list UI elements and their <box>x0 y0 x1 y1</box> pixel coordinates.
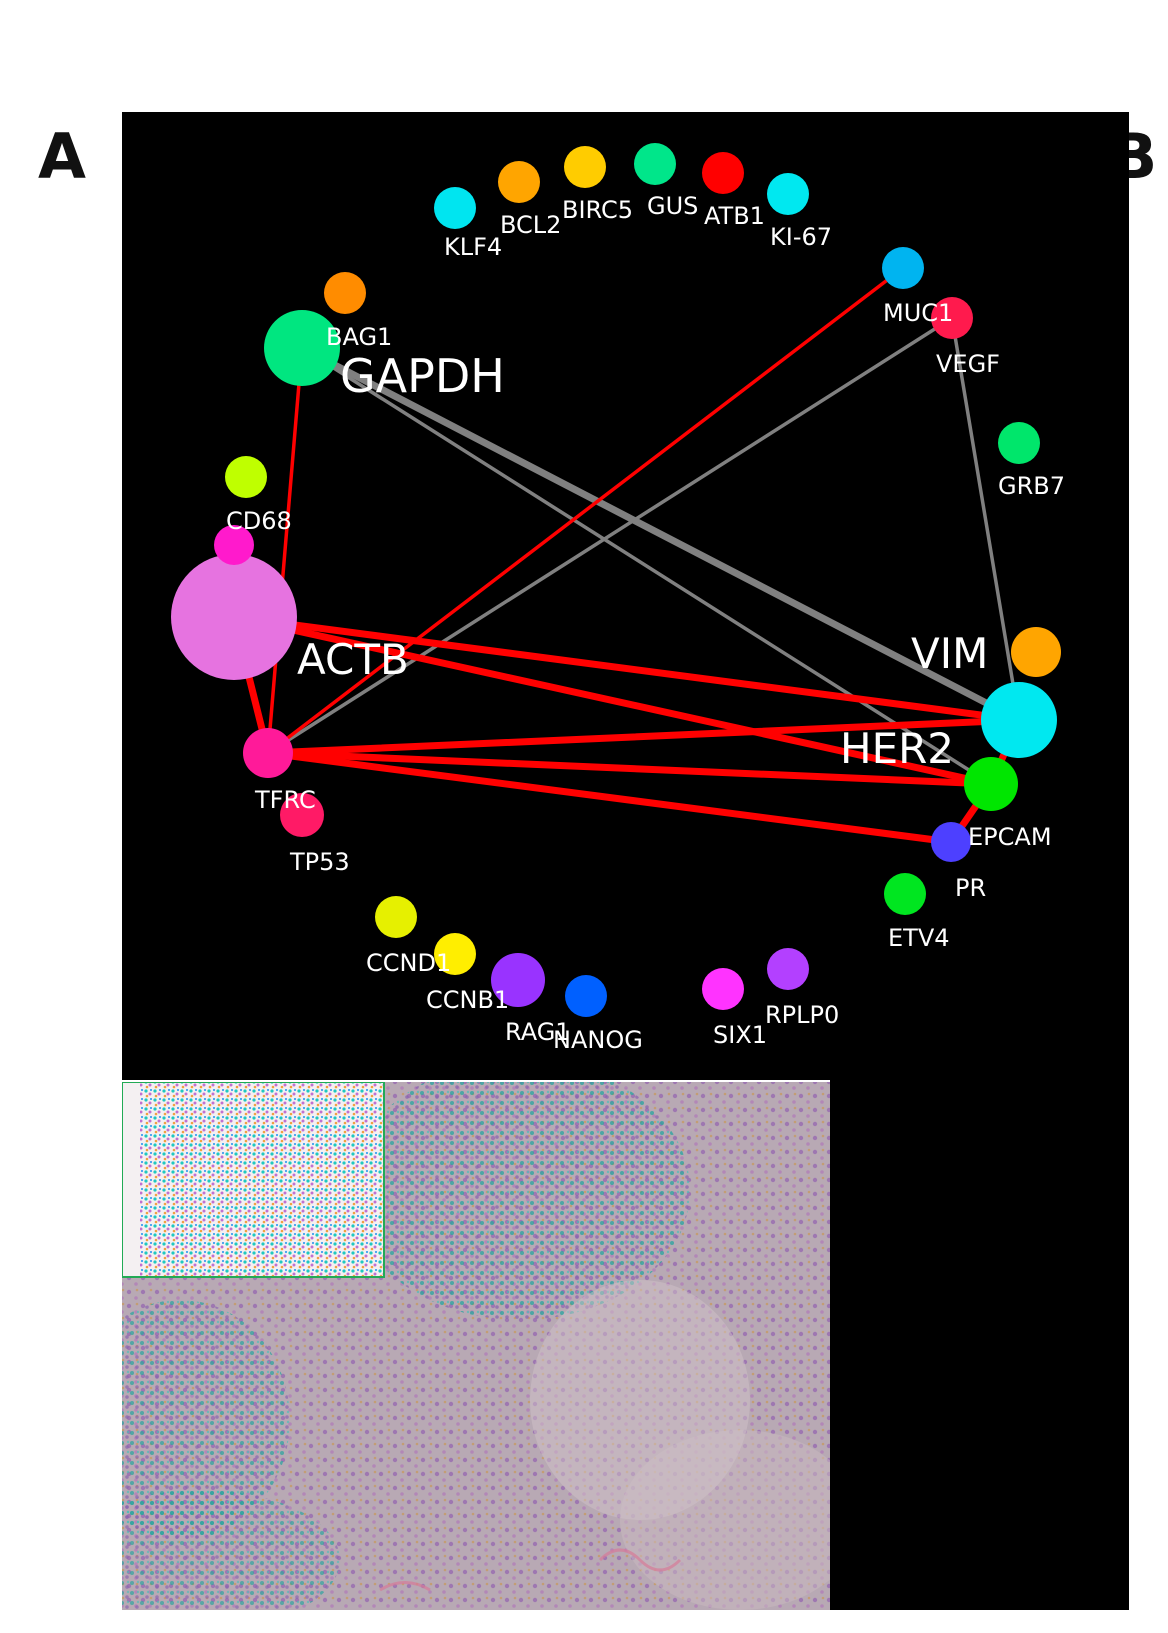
label-muc1: MUC1 <box>883 299 953 327</box>
node-ki-67 <box>767 173 809 215</box>
node-nanog <box>565 975 607 1017</box>
edge-vegf-tfrc <box>266 316 954 755</box>
label-rag1: RAG1 <box>505 1018 571 1046</box>
node-etv4 <box>884 873 926 915</box>
node-grb7 <box>998 422 1040 464</box>
label-ki-67: KI-67 <box>770 223 832 251</box>
node-gapdh <box>264 310 340 386</box>
node-orange_r <box>1011 627 1061 677</box>
node-magenta_l <box>214 525 254 565</box>
label-tfrc: TFRC <box>254 786 316 814</box>
node-muc1 <box>882 247 924 289</box>
label-grb7: GRB7 <box>998 472 1065 500</box>
node-rag1 <box>491 953 545 1007</box>
label-nanog: NANOG <box>553 1026 643 1054</box>
node-actb <box>171 554 297 680</box>
label-etv4: ETV4 <box>888 924 950 952</box>
edge-muc1-tfrc <box>266 266 905 755</box>
node-vegf <box>931 297 973 339</box>
node-rplp0 <box>767 948 809 990</box>
label-atb1: ATB1 <box>704 202 765 230</box>
label-vim: VIM <box>911 629 988 678</box>
node-birc5 <box>564 146 606 188</box>
label-pr: PR <box>955 874 986 902</box>
node-bcl2 <box>498 161 540 203</box>
node-klf4 <box>434 187 476 229</box>
label-actb: ACTB <box>297 635 409 684</box>
label-bag1: BAG1 <box>326 323 392 351</box>
edge-gapdh-vim <box>298 344 1023 724</box>
edge-gapdh-tfrc <box>266 346 304 755</box>
node-tp53 <box>280 793 324 837</box>
edge-tfrc-epcam <box>264 749 955 846</box>
node-epcam <box>931 822 971 862</box>
node-cd68 <box>225 456 267 498</box>
label-ccnd1: CCND1 <box>366 949 451 977</box>
label-klf4: KLF4 <box>444 233 502 261</box>
edge-actb-her2 <box>230 613 995 788</box>
label-cd68: CD68 <box>226 507 292 535</box>
node-ccnd1 <box>375 896 417 938</box>
edge-gapdh-her2 <box>300 346 993 786</box>
node-atb1 <box>702 152 744 194</box>
edge-tfrc-her2 <box>264 749 995 788</box>
label-bcl2: BCL2 <box>500 211 561 239</box>
label-rplp0: RPLP0 <box>765 1001 839 1029</box>
edge-actb-vim <box>230 613 1023 724</box>
nodes-layer <box>171 143 1061 1017</box>
label-epcam: EPCAM <box>968 823 1052 851</box>
node-gus <box>634 143 676 185</box>
label-six1: SIX1 <box>713 1021 767 1049</box>
label-gapdh: GAPDH <box>340 349 505 403</box>
label-vegf: VEGF <box>936 350 1000 378</box>
node-bag1 <box>324 272 366 314</box>
panel-label: A <box>38 120 86 193</box>
node-six1 <box>702 968 744 1010</box>
edge-vegf-vim <box>950 316 1021 722</box>
tissue-image <box>122 1082 830 1610</box>
label-ccnb1: CCNB1 <box>426 986 509 1014</box>
node-her2 <box>964 757 1018 811</box>
node-tfrc <box>243 728 293 778</box>
node-vim <box>981 682 1057 758</box>
node-ccnb1 <box>434 933 476 975</box>
edge-tfrc-vim <box>264 716 1023 757</box>
label-her2: HER2 <box>840 724 954 773</box>
lower-right-background <box>830 1080 1129 1610</box>
label-tp53: TP53 <box>289 848 350 876</box>
label-birc5: BIRC5 <box>562 196 633 224</box>
label-gus: GUS <box>647 192 698 220</box>
